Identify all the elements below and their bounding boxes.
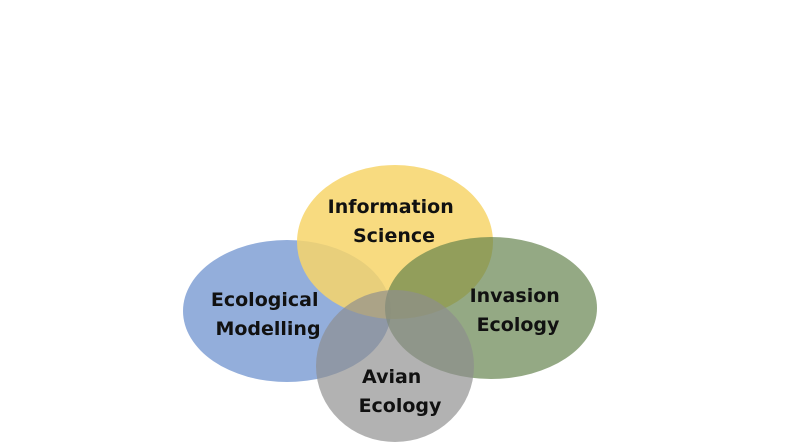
- ecological-modelling-label: Ecological Modelling: [211, 289, 325, 340]
- invasion-ecology-label: Invasion Ecology: [470, 285, 567, 336]
- avian-ecology-circle: [316, 290, 474, 442]
- avian-ecology-label: Avian Ecology: [359, 366, 442, 417]
- information-science-label: Information Science: [328, 196, 461, 247]
